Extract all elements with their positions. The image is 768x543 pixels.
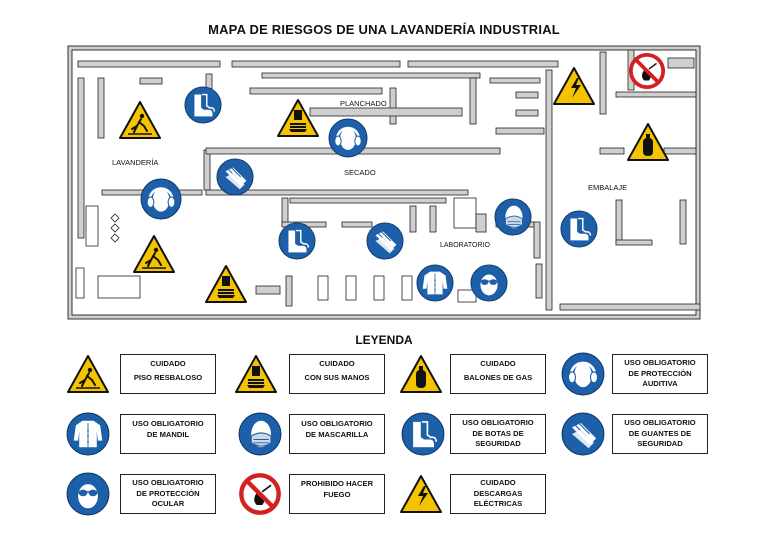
legend-label-boots: USO OBLIGATORIO DE BOTAS DE SEGURIDAD [450,414,546,454]
eye-protection-icon [66,472,110,516]
legend-label-electric: CUIDADO DESCARGAS ELÉCTRICAS [450,474,546,514]
page-title: MAPA DE RIESGOS DE UNA LAVANDERÍA INDUST… [208,22,560,37]
legend-label-gloves: USO OBLIGATORIO DE GUANTES DE SEGURIDAD [612,414,708,454]
map-safety-boots-icon [184,86,222,124]
legend-label-hands: CUIDADO CON SUS MANOS [289,354,385,394]
map-ear-protection-icon [140,178,182,220]
safety-gloves-icon [561,412,605,456]
legend-label-slippery-floor: CUIDADO PISO RESBALOSO [120,354,216,394]
gas-cylinder-warning-icon [399,352,443,396]
safety-boots-icon [401,412,445,456]
map-safety-boots-icon [278,222,316,260]
room-label-embalaje: EMBALAJE [588,183,628,192]
legend-title: LEYENDA [355,333,413,347]
slippery-floor-warning-icon [66,352,110,396]
map-safety-gloves-icon [216,158,254,196]
legend-label-eye: USO OBLIGATORIO DE PROTECCIÓN OCULAR [120,474,216,514]
legend-label-hearing: USO OBLIGATORIO DE PROTECCIÓN AUDITIVA [612,354,708,394]
map-no-fire-icon [628,52,666,90]
map-face-mask-icon [494,198,532,236]
map-safety-boots-icon [560,210,598,248]
map-lab-coat-icon [416,264,454,302]
electric-shock-warning-icon [399,472,443,516]
room-label-secado: SECADO [344,168,376,177]
map-safety-gloves-icon [366,222,404,260]
legend-label-gas: CUIDADO BALONES DE GAS [450,354,546,394]
hand-crush-warning-icon [234,352,278,396]
lab-coat-icon [66,412,110,456]
room-label-planchado: PLANCHADO [340,99,387,108]
ear-protection-icon [561,352,605,396]
legend-label-mask: USO OBLIGATORIO DE MASCARILLA [289,414,385,454]
legend-label-no-fire: PROHIBIDO HACER FUEGO [289,474,385,514]
no-fire-icon [238,472,282,516]
map-ear-protection-icon [328,118,368,158]
room-label-laboratorio: LABORATORIO [440,242,490,249]
face-mask-icon [238,412,282,456]
legend-label-coat: USO OBLIGATORIO DE MANDIL [120,414,216,454]
map-eye-protection-icon [470,264,508,302]
room-label-lavanderia: LAVANDERÍA [112,158,159,167]
